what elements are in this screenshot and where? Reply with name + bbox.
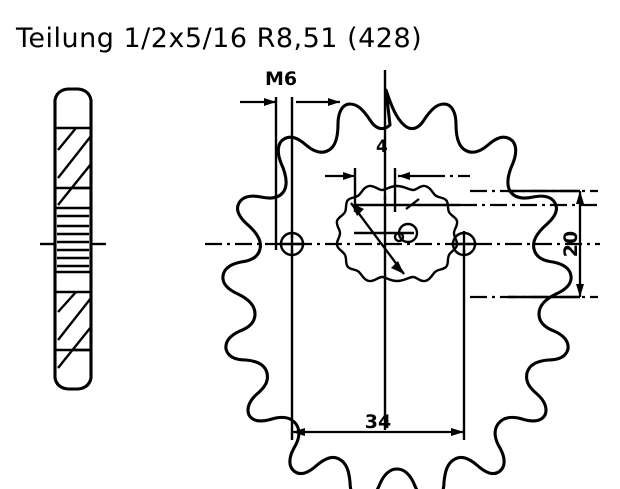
- dimension-34: 34: [290, 250, 466, 440]
- dimension-m6: M6: [240, 68, 340, 250]
- dimension-34-label: 34: [365, 411, 391, 433]
- side-view-spline-teeth: [57, 214, 89, 268]
- dimension-20: 20: [470, 189, 598, 299]
- dimension-20-label: 20: [560, 231, 582, 257]
- hub-center-cross: [354, 196, 414, 278]
- dimension-m6-label: M6: [265, 68, 297, 90]
- side-view-hatching-lower: [57, 291, 92, 369]
- dimension-4-label: 4: [376, 137, 388, 157]
- dimension-4: 4: [325, 137, 600, 212]
- side-view-outline: [53, 87, 93, 391]
- splined-hub-bore: [335, 184, 459, 283]
- side-view-hatching-upper: [57, 127, 92, 206]
- side-section-view: [40, 87, 106, 391]
- sprocket-teeth-outline: [221, 88, 573, 489]
- drawing-title: Teilung 1/2x5/16 R8,51 (428): [15, 23, 422, 54]
